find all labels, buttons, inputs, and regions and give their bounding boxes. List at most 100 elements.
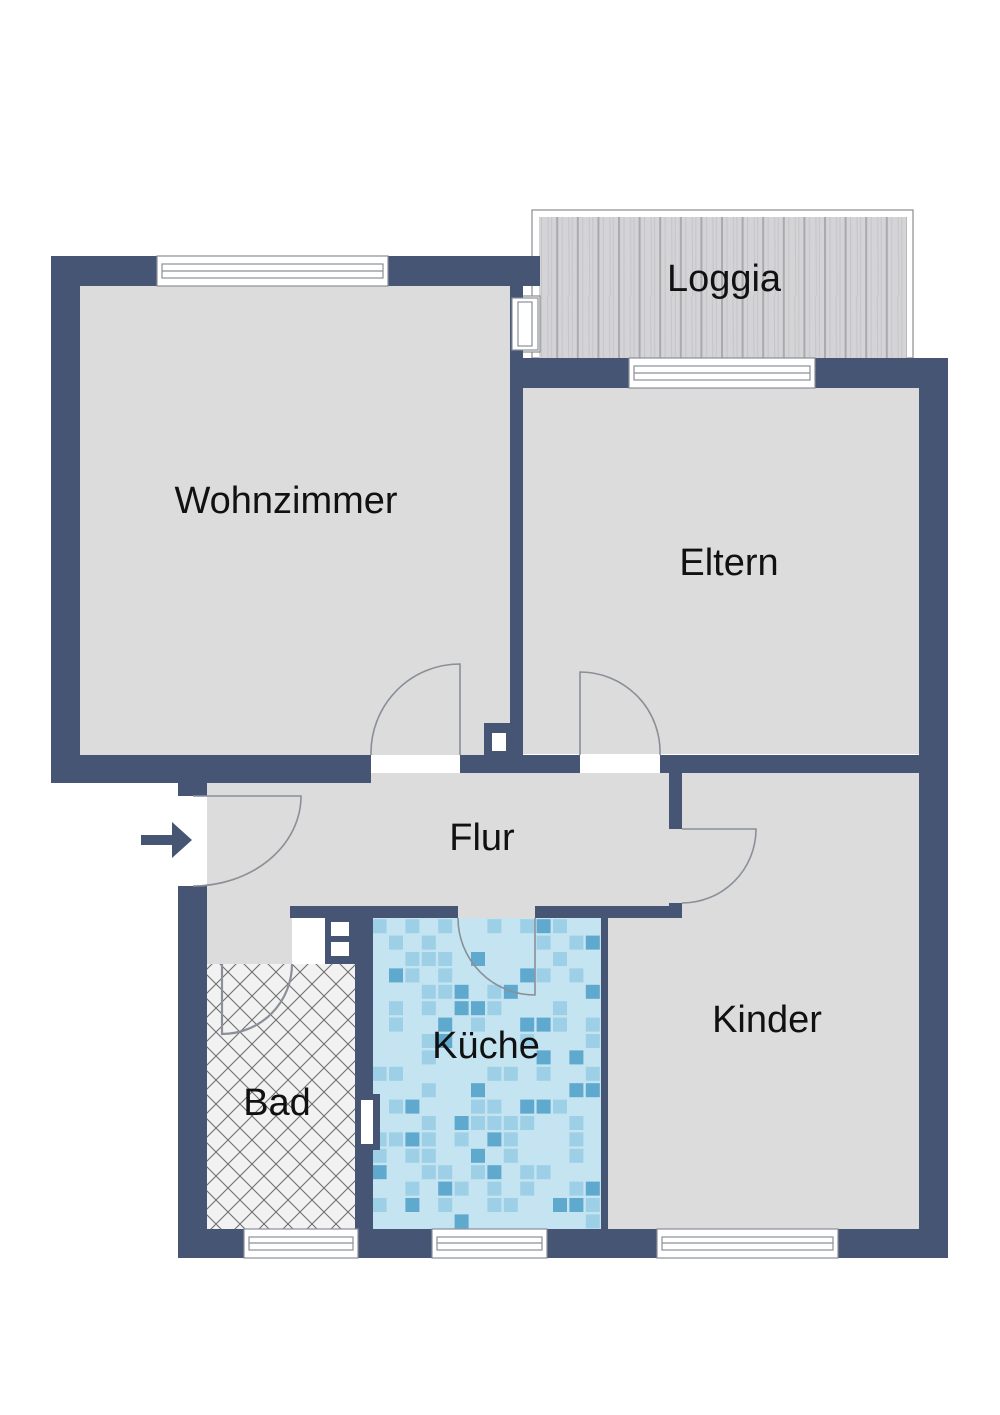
kitchen-tile xyxy=(454,1083,469,1098)
kitchen-tile xyxy=(454,1066,469,1081)
kitchen-tile xyxy=(536,1198,551,1212)
kitchen-tile xyxy=(454,1116,469,1130)
kitchen-tile xyxy=(454,1099,469,1114)
kitchen-tile xyxy=(389,1132,403,1147)
kitchen-tile xyxy=(438,1034,453,1048)
kitchen-tile xyxy=(520,1148,535,1163)
kitchen-tile xyxy=(536,1066,551,1081)
kitchen-tile xyxy=(503,1214,518,1229)
kitchen-tile xyxy=(471,952,485,966)
kitchen-tile xyxy=(471,935,485,950)
kitchen-tile xyxy=(503,919,518,934)
kitchen-tile xyxy=(487,1148,502,1163)
kitchen-tile xyxy=(503,1148,518,1163)
kitchen-tile xyxy=(520,1001,535,1016)
kitchen-tile xyxy=(372,1083,387,1098)
loggia xyxy=(509,209,914,359)
kitchen-tile xyxy=(585,1132,600,1147)
kitchen-tile xyxy=(503,1050,518,1065)
kitchen-tile xyxy=(487,1214,502,1229)
kitchen-tile xyxy=(487,1066,502,1081)
kitchen-tile xyxy=(372,1066,387,1081)
kitchen-tile xyxy=(471,1034,485,1048)
kitchen-tile xyxy=(536,1099,551,1114)
kitchen-tile xyxy=(438,1181,453,1196)
kitchen-tile xyxy=(405,1181,420,1196)
kitchen-tile xyxy=(438,952,453,966)
kitchen-tile xyxy=(405,1198,420,1212)
kitchen-tile xyxy=(553,1181,567,1196)
kitchen-tile xyxy=(553,952,567,966)
kitchen-tile xyxy=(438,1132,453,1147)
kitchen-tile xyxy=(421,1148,436,1163)
kitchen-tile xyxy=(389,1050,403,1065)
kitchen-tile xyxy=(405,1132,420,1147)
kitchen-tile xyxy=(405,1116,420,1130)
kitchen-tile xyxy=(553,1116,567,1130)
kitchen-tile xyxy=(536,1181,551,1196)
kitchen-tile xyxy=(405,919,420,934)
kitchen-tile xyxy=(405,1083,420,1098)
kitchen-tile xyxy=(389,1001,403,1016)
kitchen-tile xyxy=(405,1165,420,1180)
door-kinder xyxy=(681,828,757,904)
kitchen-tile xyxy=(421,935,436,950)
kitchen-tile xyxy=(520,919,535,934)
kitchen-tile xyxy=(569,1198,584,1212)
kitchen-tile xyxy=(389,1066,403,1081)
kitchen-tile xyxy=(438,1001,453,1016)
kitchen-tile xyxy=(438,1066,453,1081)
kitchen-tile xyxy=(389,1083,403,1098)
kitchen-tile xyxy=(503,1165,518,1180)
kitchen-tile xyxy=(454,1148,469,1163)
kitchen-tile xyxy=(389,1116,403,1130)
kitchen-tile xyxy=(503,935,518,950)
kitchen-tile xyxy=(585,1181,600,1196)
kitchen-tile xyxy=(536,1017,551,1032)
kitchen-tile xyxy=(553,1099,567,1114)
kitchen-tile xyxy=(520,935,535,950)
kitchen-tile xyxy=(569,1132,584,1147)
kitchen-tile xyxy=(569,1017,584,1032)
kitchen-tile xyxy=(454,1017,469,1032)
kitchen-tile xyxy=(503,1181,518,1196)
kitchen-tile xyxy=(372,1165,387,1180)
kitchen-tile xyxy=(405,984,420,999)
kitchen-tile xyxy=(372,984,387,999)
kitchen-tile xyxy=(421,1083,436,1098)
kitchen-tile xyxy=(553,1214,567,1229)
kitchen-tile xyxy=(553,1017,567,1032)
kitchen-tile xyxy=(503,952,518,966)
kitchen-tile xyxy=(585,984,600,999)
kitchen-tile xyxy=(553,1132,567,1147)
label-wohnzimmer: Wohnzimmer xyxy=(174,480,397,522)
kitchen-tile xyxy=(569,1148,584,1163)
kitchen-tile xyxy=(438,1116,453,1130)
kitchen-tile xyxy=(553,1165,567,1180)
kitchen-tile xyxy=(454,1001,469,1016)
kitchen-tile xyxy=(487,968,502,983)
kitchen-tile xyxy=(405,1034,420,1048)
kitchen-tile xyxy=(389,935,403,950)
kitchen-tile xyxy=(569,1214,584,1229)
kitchen-tile xyxy=(389,984,403,999)
kitchen-tile xyxy=(471,1017,485,1032)
kitchen-tile xyxy=(471,1181,485,1196)
kitchen-tile xyxy=(487,1083,502,1098)
kitchen-tile xyxy=(372,968,387,983)
kitchen-tile xyxy=(520,1181,535,1196)
label-kinder: Kinder xyxy=(712,999,822,1041)
kitchen-tile xyxy=(569,968,584,983)
kitchen-tile xyxy=(372,1198,387,1212)
door-entrance xyxy=(192,795,302,887)
kitchen-tile xyxy=(405,1050,420,1065)
label-eltern: Eltern xyxy=(679,542,778,584)
kitchen-tile xyxy=(389,1034,403,1048)
kitchen-tile xyxy=(487,1132,502,1147)
kitchen-tile xyxy=(471,984,485,999)
kitchen-tile xyxy=(421,1050,436,1065)
kitchen-tile xyxy=(553,984,567,999)
kitchen-tile xyxy=(487,1198,502,1212)
kitchen-tile xyxy=(520,968,535,983)
kitchen-tile xyxy=(405,1099,420,1114)
